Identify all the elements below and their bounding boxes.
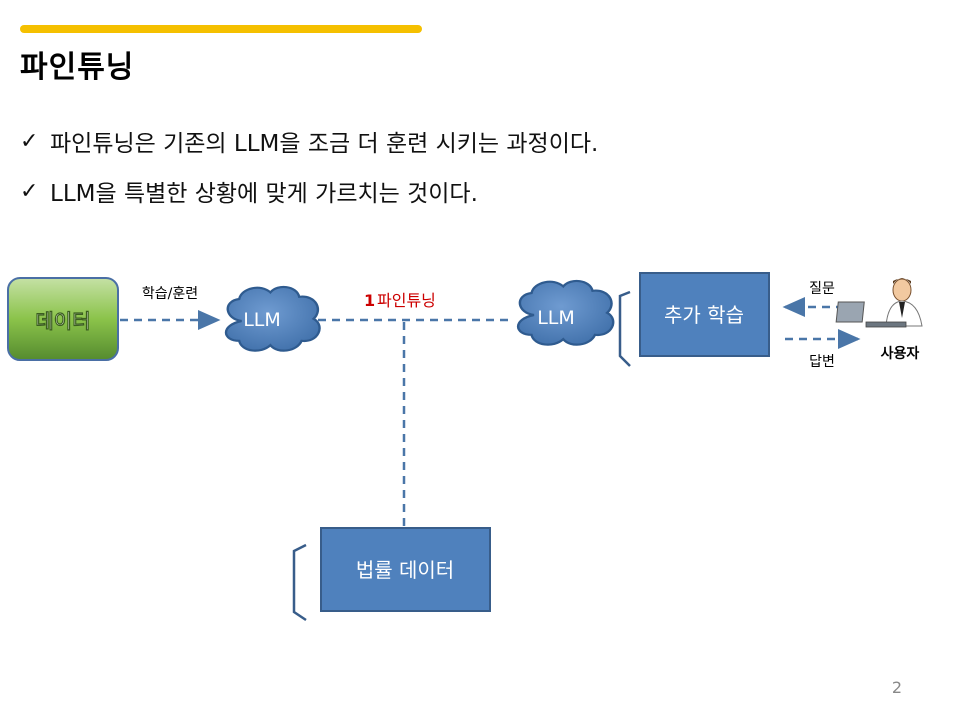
cloud-icon: LLM bbox=[516, 279, 615, 346]
bracket-icon bbox=[618, 290, 631, 367]
legal-data-label: 법률 데이터 bbox=[356, 558, 454, 582]
finetune-number: 1 bbox=[364, 291, 375, 310]
llm-left-label: LLM bbox=[243, 309, 281, 331]
check-icon: ✓ bbox=[20, 128, 39, 154]
user-at-laptop-icon bbox=[835, 278, 923, 328]
train-label: 학습/훈련 bbox=[142, 286, 198, 302]
question-label: 질문 bbox=[809, 281, 835, 297]
slide-title: 파인튜닝 bbox=[20, 50, 135, 85]
bullet-text-1: 파인튜닝은 기존의 LLM을 조금 더 훈련 시키는 과정이다. bbox=[50, 131, 599, 157]
cloud-icon: LLM bbox=[224, 285, 321, 352]
extra-learning-box: 추가 학습 bbox=[639, 272, 770, 357]
data-box: 데이터 bbox=[7, 277, 119, 361]
check-icon: ✓ bbox=[20, 178, 39, 204]
bracket-icon bbox=[292, 543, 307, 622]
title-accent-bar bbox=[20, 25, 422, 33]
legal-data-box: 법률 데이터 bbox=[320, 527, 491, 612]
finetune-label: 파인튜닝 bbox=[377, 291, 436, 310]
user-label: 사용자 bbox=[881, 346, 920, 362]
data-box-label: 데이터 bbox=[35, 309, 90, 333]
llm-right-label: LLM bbox=[537, 307, 575, 329]
bullet-item-2: ✓ LLM을 특별한 상황에 맞게 가르치는 것이다. bbox=[20, 174, 478, 208]
page-number: 2 bbox=[891, 678, 902, 697]
bullet-item-1: ✓ 파인튜닝은 기존의 LLM을 조금 더 훈련 시키는 과정이다. bbox=[20, 124, 598, 158]
answer-label: 답변 bbox=[809, 354, 835, 370]
bullet-text-2: LLM을 특별한 상황에 맞게 가르치는 것이다. bbox=[50, 181, 478, 207]
extra-learning-label: 추가 학습 bbox=[664, 303, 744, 327]
